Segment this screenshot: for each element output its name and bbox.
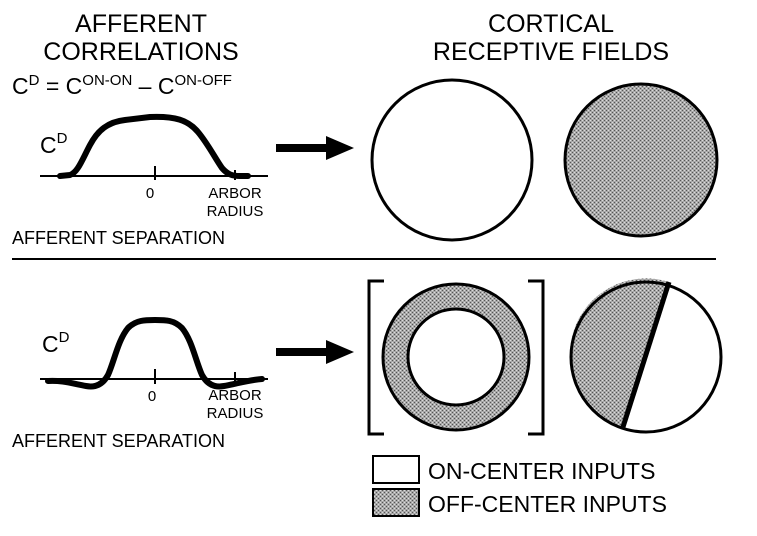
bottom-correlation-curve [45, 317, 265, 390]
left-header-line2: CORRELATIONS [43, 38, 238, 66]
legend: ON-CENTER INPUTS OFF-CENTER INPUTS [372, 455, 667, 517]
split-field-divider [620, 281, 672, 428]
split-field [569, 278, 723, 434]
right-header-line1: CORTICAL [488, 10, 614, 38]
ring-field-center [406, 307, 506, 407]
bottom-plot-ylabel: CD [42, 329, 70, 357]
bottom-arrow [276, 340, 354, 364]
top-plot-xlabel: AFFERENT SEPARATION [12, 228, 225, 248]
top-arrow [276, 136, 354, 160]
split-field-outline [569, 280, 723, 434]
top-plot-arbor-label-1: ARBOR [208, 185, 262, 202]
top-correlation-plot: CD 0 ARBOR RADIUS AFFERENT SEPARATION [12, 113, 268, 248]
legend-off-label: OFF-CENTER INPUTS [428, 491, 667, 517]
eq-minus: – C [132, 73, 174, 99]
eq-sup2: ON-ON [82, 72, 132, 89]
top-plot-ylabel: CD [40, 130, 68, 158]
right-bracket [528, 279, 545, 436]
eq-sup1: D [29, 72, 40, 89]
top-correlation-curve [57, 113, 251, 179]
eq-c1: C [12, 73, 29, 99]
eq-sup3: ON-OFF [174, 72, 232, 89]
eq-equals: = C [39, 73, 82, 99]
right-header-line2: RECEPTIVE FIELDS [433, 38, 669, 66]
bottom-plot-arbor-label-1: ARBOR [208, 387, 262, 404]
legend-on-label: ON-CENTER INPUTS [428, 458, 655, 484]
bottom-correlation-plot: CD 0 ARBOR RADIUS AFFERENT SEPARATION [12, 317, 268, 451]
left-bracket [367, 279, 384, 436]
bottom-plot-xlabel: AFFERENT SEPARATION [12, 431, 225, 451]
off-center-field-circle [563, 82, 719, 238]
on-center-field-circle [370, 78, 534, 242]
bottom-plot-zero-label: 0 [148, 388, 156, 405]
top-plot-arbor-label-2: RADIUS [207, 203, 264, 220]
bottom-plot-arbor-label-2: RADIUS [207, 405, 264, 422]
split-field-on-half [623, 282, 723, 431]
legend-off-swatch [372, 488, 420, 517]
legend-on-swatch [372, 455, 420, 484]
split-field-off-half [569, 278, 669, 427]
left-header-line1: AFFERENT [75, 10, 207, 38]
equation: CD = CON-ON – CON-OFF [12, 72, 232, 99]
top-plot-zero-label: 0 [146, 185, 154, 202]
